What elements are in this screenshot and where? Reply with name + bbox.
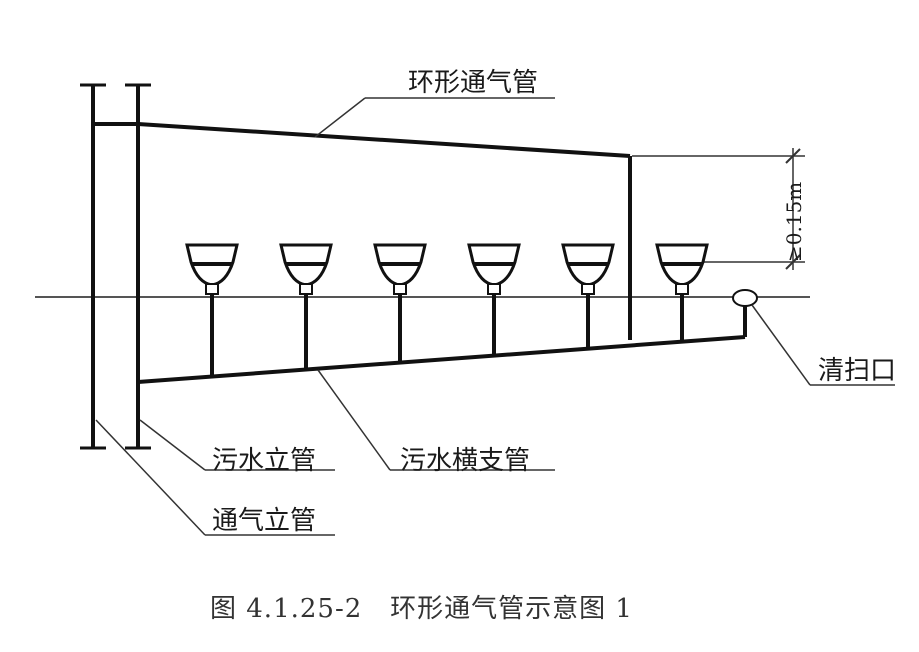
fixture-5 <box>561 243 615 349</box>
fixture-6 <box>655 243 709 342</box>
fixtures-group <box>185 243 709 377</box>
fixture-3 <box>373 243 427 363</box>
fixture-1 <box>185 243 239 377</box>
ring-vent-label: 环形通气管 <box>408 68 539 98</box>
leader-sewage-stack <box>139 419 206 471</box>
caption-title: 环形通气管示意图 1 <box>390 594 633 624</box>
leader-sewage-branch <box>317 369 391 471</box>
dimension-label: ≥0.15m <box>782 181 806 262</box>
sewage-branch-label: 污水横支管 <box>400 446 531 476</box>
cleanout-label: 清扫口 <box>818 356 897 386</box>
fixture-4 <box>467 243 521 356</box>
sewage-branch-pipe <box>137 335 746 384</box>
leader-vent-stack <box>95 419 206 536</box>
leader-ring-vent <box>314 97 366 138</box>
leader-cleanout <box>751 304 811 386</box>
sewage-stack-label: 污水立管 <box>212 446 317 476</box>
figure-caption: 图 4.1.25-2 环形通气管示意图 1 <box>210 588 633 625</box>
caption-number: 图 4.1.25-2 <box>210 594 363 624</box>
ring-vent-pipe <box>137 122 631 158</box>
fixture-2 <box>279 243 333 370</box>
vent-stack-label: 通气立管 <box>212 506 317 536</box>
cleanout-cap <box>732 289 758 307</box>
